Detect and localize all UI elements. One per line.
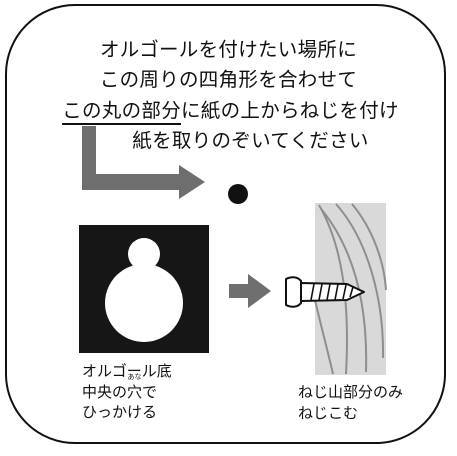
screw-caption-line-2: ねじこむ bbox=[298, 403, 359, 422]
instruction-line-3-rest: に紙の上からねじを付け bbox=[181, 99, 399, 122]
hook-caption-line-3: ひっかける bbox=[82, 403, 158, 421]
right-arrow-icon bbox=[229, 274, 271, 308]
keyhole-plate-icon bbox=[79, 225, 209, 353]
instruction-line-4: 紙を取りのぞいてください bbox=[132, 129, 369, 152]
instruction-line-2: この周りの四角形を合わせて bbox=[99, 68, 358, 91]
instruction-line-1: オルゴールを付けたい場所に bbox=[99, 38, 357, 61]
hook-caption: オルゴール底 中央のあな穴で ひっかける bbox=[82, 361, 172, 423]
circle-part-underlined: この丸の部分 bbox=[62, 99, 181, 125]
screw-caption-line-1: ねじ山部分のみ bbox=[298, 383, 404, 401]
screw-caption: ねじ山部分のみ ねじこむ bbox=[298, 382, 403, 423]
hole-ruby-reading: あな bbox=[127, 372, 142, 381]
instruction-line-3: この丸の部分に紙の上からねじを付け bbox=[2, 94, 457, 125]
hook-caption-line-2: 中央のあな穴で bbox=[82, 372, 158, 401]
hole-ruby: あな穴 bbox=[127, 372, 143, 401]
screw-icon bbox=[285, 276, 365, 308]
hook-caption-line-1: オルゴール底 bbox=[82, 362, 172, 380]
target-dot-icon bbox=[228, 184, 248, 204]
l-arrow-icon bbox=[82, 126, 205, 199]
